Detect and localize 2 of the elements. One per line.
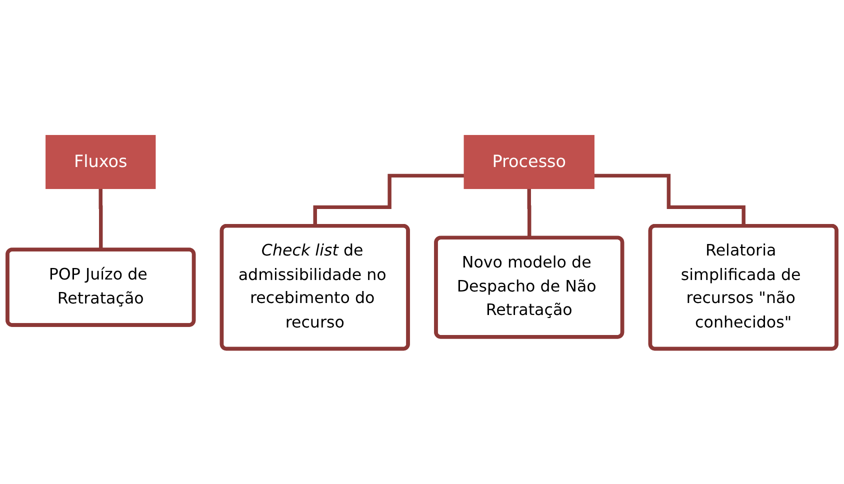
node-box: Processo — [464, 134, 594, 189]
node-box: Fluxos — [46, 134, 156, 189]
